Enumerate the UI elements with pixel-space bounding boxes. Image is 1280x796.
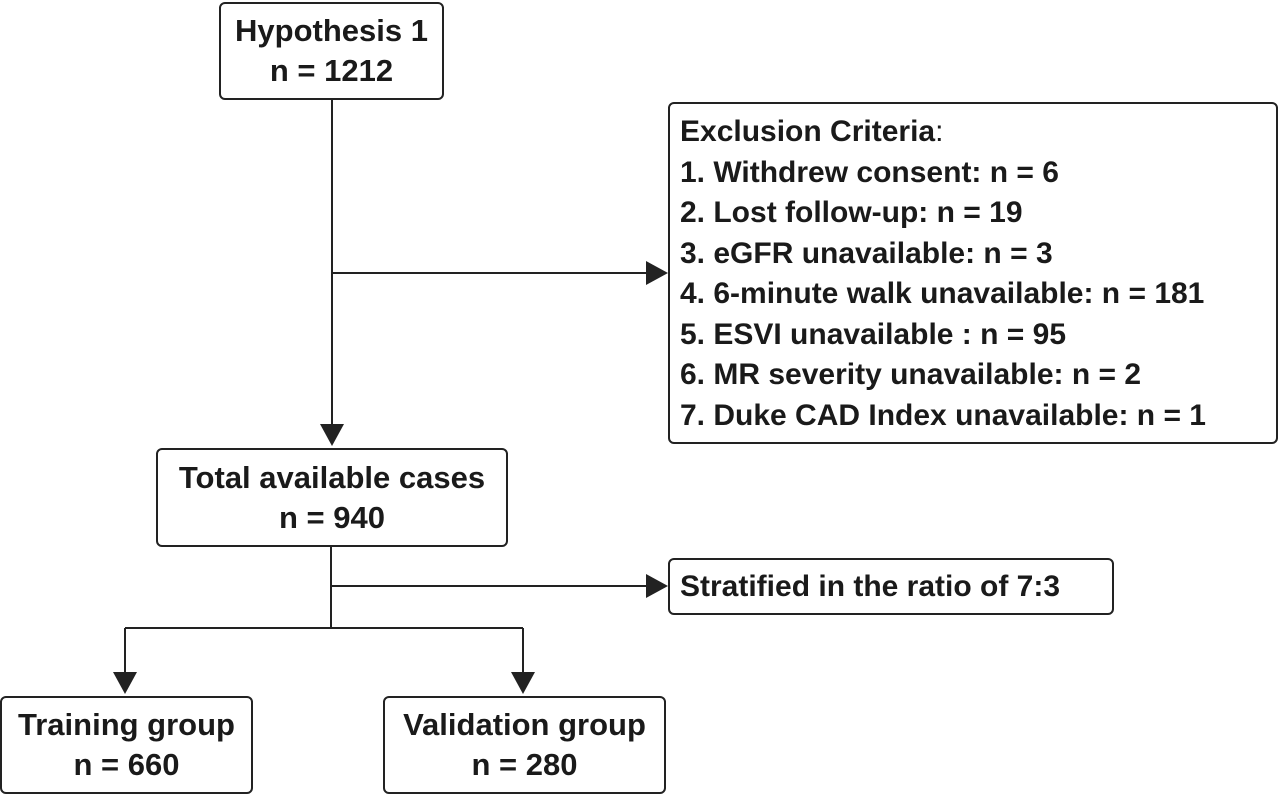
exclusion-item: 7. Duke CAD Index unavailable: n = 1 [680, 398, 1206, 432]
exclusion-item: 5. ESVI unavailable : n = 95 [680, 317, 1067, 351]
exclusion-item: 1. Withdrew consent: n = 6 [680, 155, 1059, 189]
validation-count: n = 280 [471, 747, 578, 782]
stratified-text: Stratified in the ratio of 7:3 [680, 569, 1061, 603]
training-count: n = 660 [73, 747, 180, 782]
training-title: Training group [18, 707, 235, 742]
hypothesis-title: Hypothesis 1 [235, 13, 428, 48]
training-group-box: Training group n = 660 [0, 696, 253, 794]
stratified-box: Stratified in the ratio of 7:3 [668, 558, 1114, 615]
arrowhead-to-total [320, 424, 344, 446]
total-title: Total available cases [178, 459, 486, 495]
total-cases-box: Total available cases n = 940 [156, 448, 508, 547]
total-count: n = 940 [279, 499, 385, 535]
exclusion-criteria-box: Exclusion Criteria: 1. Withdrew consent:… [668, 102, 1278, 444]
validation-title: Validation group [403, 707, 646, 742]
exclusion-title-text: Exclusion Criteria [680, 115, 936, 148]
exclusion-item: 3. eGFR unavailable: n = 3 [680, 236, 1053, 270]
exclusion-title: Exclusion Criteria: [680, 112, 1276, 153]
arrowhead-to-exclusion [646, 261, 668, 285]
arrowhead-to-training [113, 672, 137, 694]
hypothesis-count: n = 1212 [269, 53, 394, 88]
exclusion-item: 4. 6-minute walk unavailable: n = 181 [680, 277, 1205, 310]
arrowhead-to-validation [511, 672, 535, 694]
exclusion-item: 2. Lost follow-up: n = 19 [680, 196, 1023, 229]
hypothesis-box: Hypothesis 1 n = 1212 [219, 2, 444, 100]
validation-group-box: Validation group n = 280 [383, 696, 666, 794]
exclusion-item: 6. MR severity unavailable: n = 2 [680, 358, 1142, 391]
exclusion-title-colon: : [935, 115, 944, 148]
arrowhead-to-stratified [646, 574, 668, 598]
